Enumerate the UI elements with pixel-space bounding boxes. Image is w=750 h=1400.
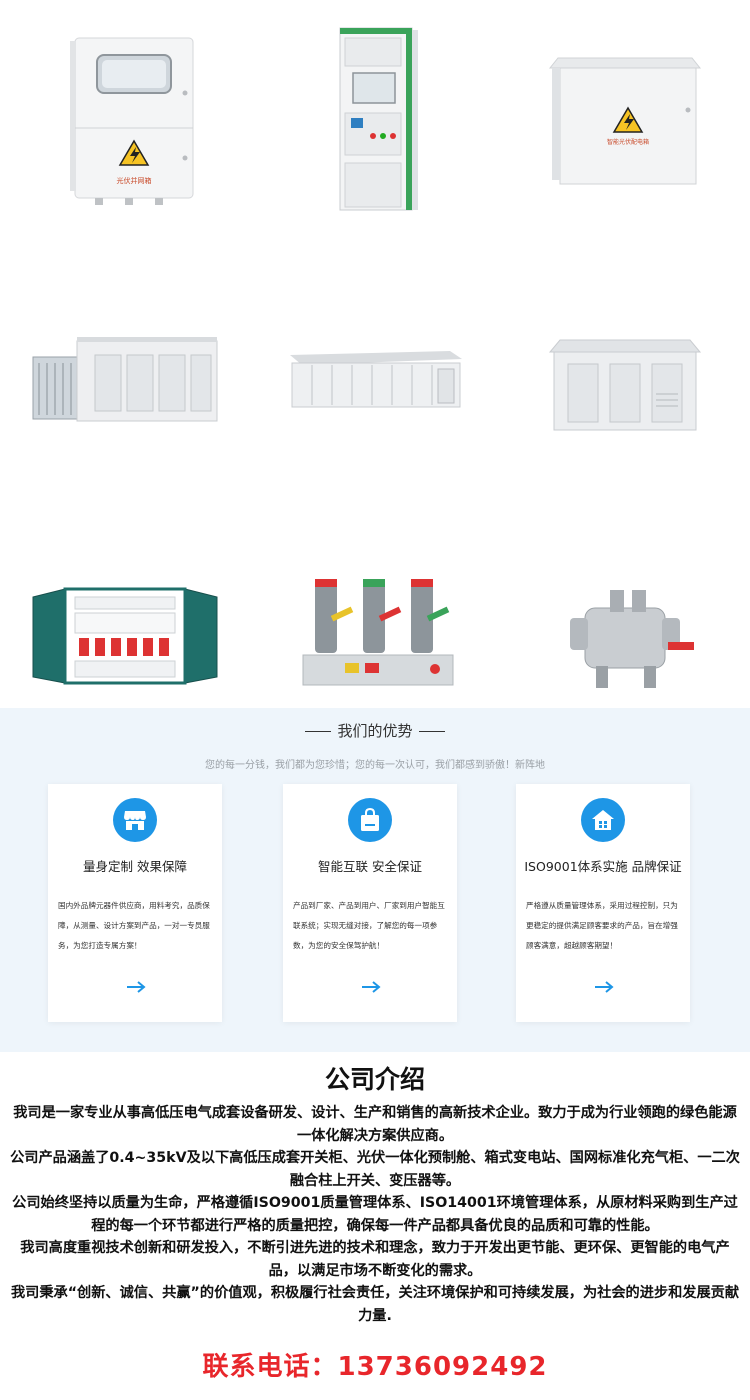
advantage-icon-badge [581, 798, 625, 842]
intro-paragraph: 我司秉承“创新、诚信、共赢”的价值观，积极履行社会责任，关注环境保护和可持续发展… [10, 1285, 740, 1324]
house-icon [592, 810, 614, 830]
advantage-card-desc: 国内外品牌元器件供应商，用料考究，品质保障，从测量、设计方案到产品，一对一专员服… [58, 901, 210, 950]
advantage-card-title: 智能互联 安全保证 [318, 859, 422, 874]
shopping-bag-icon [361, 808, 379, 831]
product-long-prefab-cabin[interactable] [250, 262, 500, 498]
product-pv-distribution-box[interactable]: 智能光伏配电箱 [500, 0, 750, 236]
arrow-right-icon[interactable] [361, 980, 381, 994]
advantage-card-smart[interactable]: 智能互联 安全保证 产品到厂家、产品到用户、厂家到用户智能互联系统；实现无缝对接… [283, 784, 457, 1022]
product-box-substation[interactable] [500, 262, 750, 498]
intro-paragraph: 公司产品涵盖了0.4~35kV及以下高低压成套开关柜、光伏一体化预制舱、箱式变电… [10, 1150, 740, 1189]
product-green-distribution-cabinet[interactable] [0, 520, 250, 756]
advantage-icon-badge [348, 798, 392, 842]
intro-paragraph: 我司是一家专业从事高低压电气成套设备研发、设计、生产和销售的高新技术企业。致力于… [13, 1105, 737, 1144]
contact-phone[interactable]: 联系电话：13736092492 [202, 1352, 548, 1382]
advantage-icon-badge [113, 798, 157, 842]
advantage-card-custom[interactable]: 量身定制 效果保障 国内外品牌元器件供应商，用料考究，品质保障，从测量、设计方案… [48, 784, 222, 1022]
company-intro-title: 公司介绍 [324, 1065, 425, 1094]
product-gallery: 光伏并网箱 智 [0, 0, 750, 688]
box-substation-image [548, 339, 702, 431]
advantages-section: 我们的优势 您的每一分钱，我们都为您珍惜；您的每一次认可，我们都感到骄傲！新阵地… [0, 708, 750, 1052]
advantage-card-iso[interactable]: ISO9001体系实施 品牌保证 严格遵从质量管理体系，采用过程控制，只为更稳定… [516, 784, 690, 1022]
advantages-heading: 我们的优势 [0, 720, 750, 741]
product-prefab-cabin-with-transformer[interactable] [0, 262, 250, 498]
switchgear-cabinet-image [339, 27, 418, 211]
arrow-right-icon[interactable] [594, 980, 614, 994]
product-vacuum-circuit-breaker[interactable] [250, 520, 500, 756]
intro-paragraph: 公司始终坚持以质量为生命，严格遵循ISO9001质量管理体系、ISO14001环… [12, 1195, 738, 1234]
arrow-right-icon[interactable] [126, 980, 146, 994]
pv-combiner-box-image: 光伏并网箱 [70, 37, 194, 205]
heading-line-right [418, 731, 445, 732]
prefab-cabin-image [32, 337, 218, 422]
advantages-subtitle: 您的每一分钱，我们都为您珍惜；您的每一次认可，我们都感到骄傲！新阵地 [205, 760, 545, 771]
advantage-card-desc: 严格遵从质量管理体系，采用过程控制，只为更稳定的提供满足顾客要求的产品，旨在增强… [526, 901, 678, 950]
intro-paragraph: 我司高度重视技术创新和研发投入，不断引进先进的技术和理念，致力于开发出更节能、更… [20, 1240, 730, 1279]
pv-distribution-box-image: 智能光伏配电箱 [548, 57, 702, 185]
vacuum-breaker-image [302, 579, 454, 686]
product-pole-mounted-switch[interactable] [500, 520, 750, 756]
advantage-card-title: ISO9001体系实施 品牌保证 [524, 859, 682, 874]
pv-combiner-box-label: 光伏并网箱 [117, 176, 152, 185]
company-intro-section: 公司介绍 我司是一家专业从事高低压电气成套设备研发、设计、生产和销售的高新技术企… [0, 1052, 750, 1400]
storefront-icon [124, 811, 146, 830]
long-cabin-image [290, 351, 462, 408]
pv-distribution-box-label: 智能光伏配电箱 [607, 138, 649, 146]
advantages-title: 我们的优势 [337, 722, 413, 740]
green-cabinet-image [32, 587, 218, 685]
product-pv-combiner-box[interactable]: 光伏并网箱 [0, 0, 250, 236]
advantage-card-desc: 产品到厂家、产品到用户、厂家到用户智能互联系统；实现无缝对接，了解您的每一项参数… [293, 901, 445, 950]
heading-line-left [305, 731, 332, 732]
company-intro-body: 我司是一家专业从事高低压电气成套设备研发、设计、生产和销售的高新技术企业。致力于… [8, 1102, 742, 1327]
product-switchgear-cabinet[interactable] [250, 0, 500, 236]
pole-switch-image [570, 590, 694, 688]
advantage-card-title: 量身定制 效果保障 [83, 859, 187, 874]
